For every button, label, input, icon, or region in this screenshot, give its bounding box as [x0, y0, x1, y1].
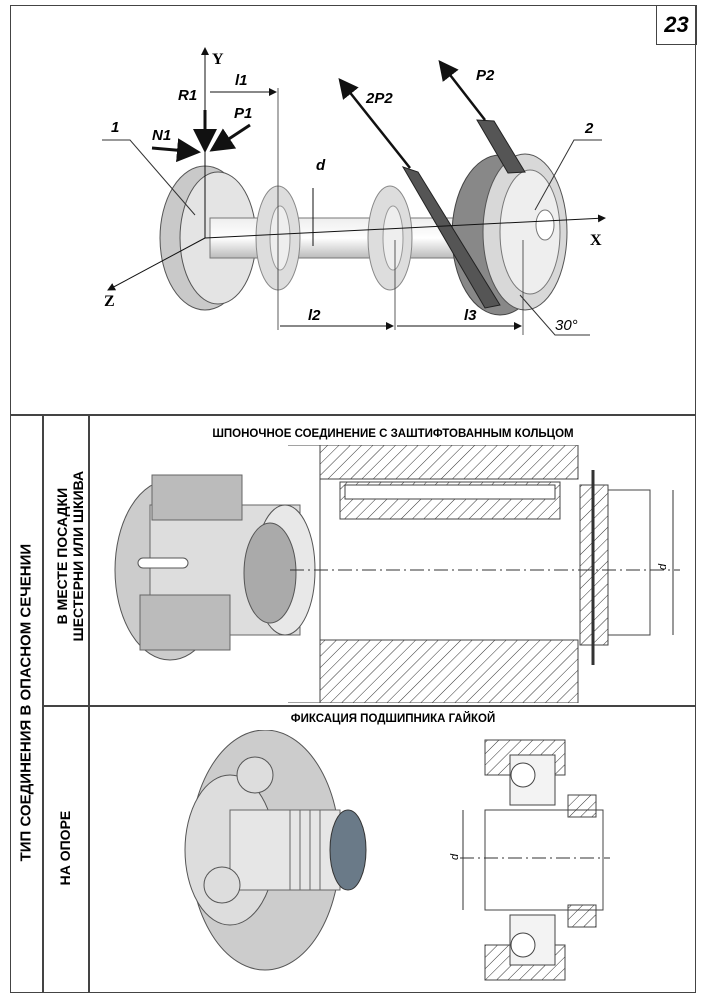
row2-label: НА ОПОРЕ — [56, 810, 73, 886]
force-2p2 — [338, 78, 411, 169]
bearing-nut-3d-view — [184, 730, 367, 971]
divider-col2 — [88, 414, 90, 993]
keyed-joint-section: d — [288, 445, 680, 703]
force-n1 — [151, 138, 201, 163]
bearing-right — [367, 185, 413, 291]
row1-caption: ШПОНОЧНОЕ СОЕДИНЕНИЕ С ЗАШТИФТОВАННЫМ КО… — [212, 428, 574, 440]
side-header: ТИП СОЕДИНЕНИЯ В ОПАСНОМ СЕЧЕНИИ — [17, 543, 35, 862]
label-x: X — [590, 232, 602, 249]
label-n1: N1 — [152, 127, 171, 144]
label-d: d — [316, 157, 326, 174]
label-z: Z — [104, 293, 115, 310]
label-part-1: 1 — [111, 119, 119, 136]
label-p1: P1 — [234, 105, 252, 122]
belt-tight — [476, 119, 526, 174]
row1-label: В МЕСТЕ ПОСАДКИ ШЕСТЕРНИ ИЛИ ШКИВА — [54, 406, 86, 706]
divider-top — [10, 414, 696, 416]
label-r1: R1 — [178, 87, 197, 104]
pulley-part-2 — [451, 153, 568, 316]
label-y: Y — [212, 51, 224, 68]
keyed-joint-3d-view — [114, 474, 316, 661]
label-part-2: 2 — [584, 120, 594, 137]
label-l3: l3 — [464, 307, 477, 324]
row1-label-line2: ШЕСТЕРНИ ИЛИ ШКИВА — [70, 470, 86, 642]
row1-label-line1: В МЕСТЕ ПОСАДКИ — [53, 487, 70, 625]
label-2p2: 2P2 — [365, 90, 393, 107]
label-l1: l1 — [235, 72, 248, 89]
leader-2 — [534, 139, 602, 211]
shaft-diagram: Y X Z R1 P1 N1 2P2 P2 1 2 l1 l2 l3 d 30° — [102, 47, 606, 336]
page-frame — [10, 5, 696, 993]
keyed-joint-drawing: d — [114, 445, 680, 703]
belt-slack — [401, 166, 501, 309]
divider-row — [42, 705, 696, 707]
label-p2: P2 — [476, 67, 495, 84]
x-axis — [204, 214, 606, 239]
force-p1 — [209, 123, 251, 152]
label-angle: 30° — [555, 317, 578, 334]
page-number-badge: 23 — [656, 5, 697, 45]
bearing-nut-drawing: d — [184, 730, 610, 981]
dim-d-row2: d — [449, 853, 461, 860]
force-p2 — [438, 60, 486, 121]
dim-d-row1: d — [657, 563, 669, 570]
leader-1 — [102, 139, 196, 216]
divider-col1 — [42, 414, 44, 993]
bearing-nut-section: d — [449, 739, 610, 981]
label-l2: l2 — [308, 307, 321, 324]
row2-caption: ФИКСАЦИЯ ПОДШИПНИКА ГАЙКОЙ — [290, 713, 496, 725]
z-axis — [107, 237, 206, 291]
